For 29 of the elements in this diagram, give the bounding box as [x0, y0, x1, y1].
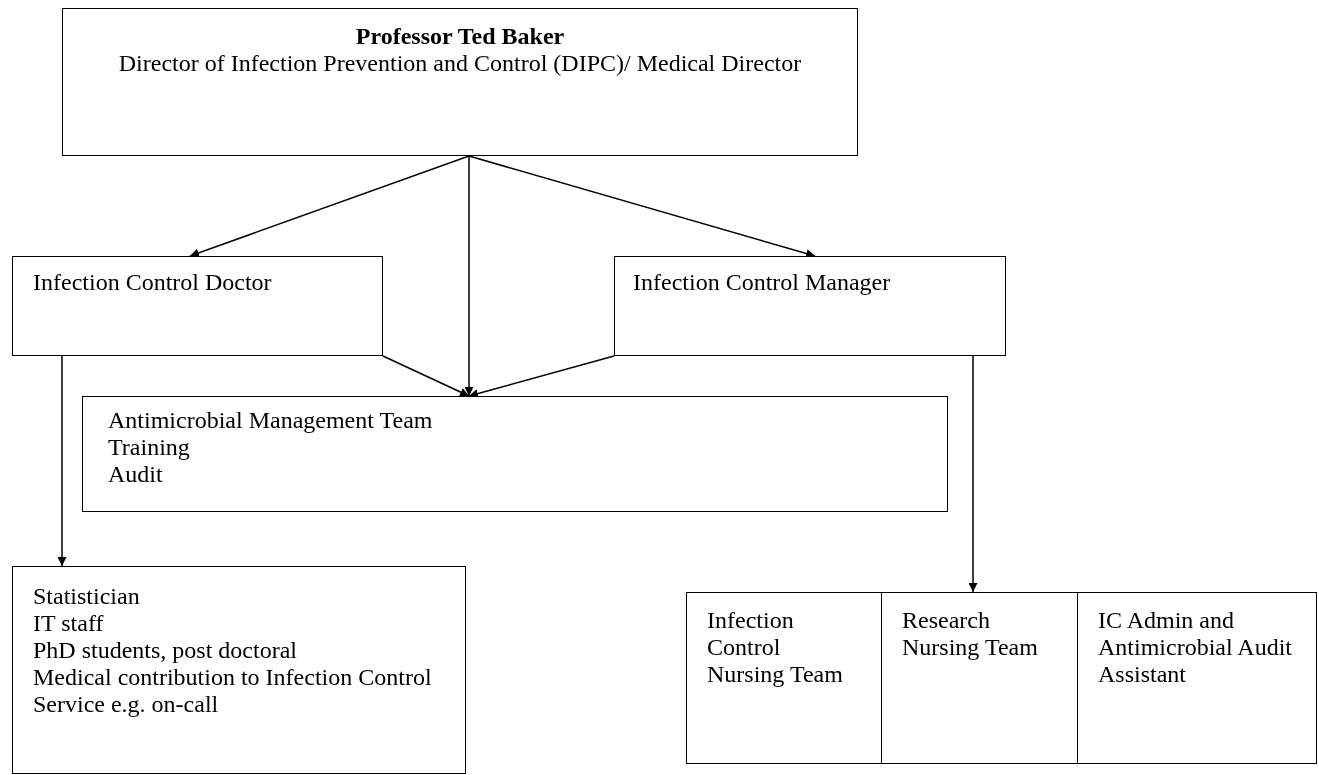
role-text: IT staff	[33, 610, 105, 637]
org-box	[62, 8, 858, 156]
arrow	[968, 355, 978, 593]
org-box	[82, 396, 948, 512]
role-title: IC Admin and Antimicrobial Audit Assistant	[1098, 607, 1293, 688]
arrow	[382, 355, 470, 397]
role-text: PhD students, post doctoral	[33, 637, 298, 664]
arrow	[189, 155, 470, 258]
role-text: Audit	[108, 461, 164, 488]
role-text: Medical contribution to Infection Control Service e.g. on-call	[33, 664, 433, 718]
role-title: Infection Control Nursing Team	[707, 607, 844, 688]
role-title: Antimicrobial Management Team	[108, 407, 434, 434]
arrow	[468, 355, 615, 398]
role-title: Statistician	[33, 583, 141, 610]
org-box	[881, 592, 1078, 764]
role-title: Research Nursing Team	[902, 607, 1039, 661]
role-text: Director of Infection Prevention and Control (DIPC)/ Medical Director	[117, 50, 803, 77]
org-box	[12, 566, 466, 774]
arrow	[468, 155, 816, 258]
role-title: Infection Control Doctor	[33, 269, 273, 296]
arrow	[57, 355, 67, 567]
org-box	[614, 256, 1006, 356]
arrow	[464, 155, 474, 397]
org-box	[1077, 592, 1317, 764]
org-box	[686, 592, 882, 764]
role-text: Training	[108, 434, 191, 461]
person-name: Professor Ted Baker	[354, 23, 566, 50]
org-box	[12, 256, 383, 356]
role-title: Infection Control Manager	[633, 269, 892, 296]
